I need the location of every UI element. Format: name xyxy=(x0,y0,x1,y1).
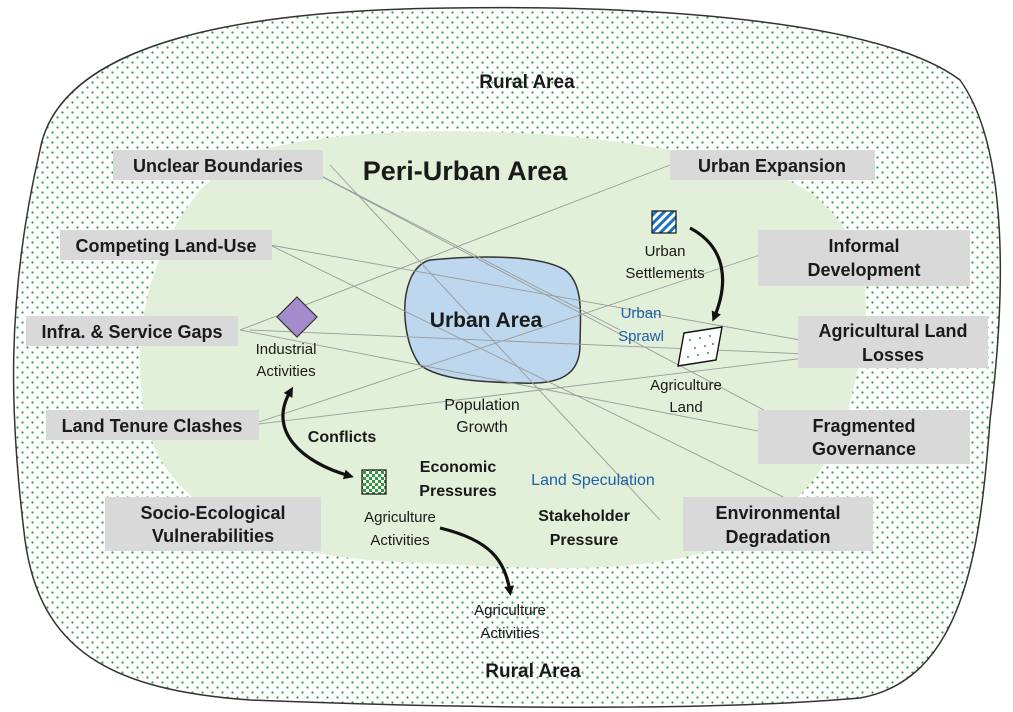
land-speculation-label: Land Speculation xyxy=(531,472,655,489)
agricultural-land-losses-box: Agricultural Land Losses xyxy=(798,316,988,368)
connection-lines xyxy=(239,164,831,521)
svg-text:Degradation: Degradation xyxy=(725,527,830,547)
svg-text:Losses: Losses xyxy=(862,345,924,365)
svg-text:Agricultural Land: Agricultural Land xyxy=(818,321,967,341)
svg-text:Infra. & Service Gaps: Infra. & Service Gaps xyxy=(41,322,222,342)
urban-settlements-label-2: Settlements xyxy=(625,265,704,282)
environmental-degradation-box: Environmental Degradation xyxy=(683,497,873,551)
socio-ecological-vulnerabilities-box: Socio-Ecological Vulnerabilities xyxy=(105,497,321,551)
svg-text:Informal: Informal xyxy=(828,236,899,256)
svg-text:Vulnerabilities: Vulnerabilities xyxy=(152,526,274,546)
informal-development-box: Informal Development xyxy=(758,230,970,286)
stakeholder-pressure-label: Stakeholder xyxy=(538,508,630,525)
agriculture-activities-outer-label: Agriculture xyxy=(474,602,546,619)
agriculture-land-label-2: Land xyxy=(669,399,702,416)
agriculture-outflow-arrow xyxy=(439,526,515,596)
urban-area-title: Urban Area xyxy=(430,309,543,332)
economic-pressures-label-2: Pressures xyxy=(419,483,496,500)
agriculture-land-label: Agriculture xyxy=(650,377,722,394)
agriculture-land-icon-stipple xyxy=(687,335,714,358)
svg-text:Socio-Ecological: Socio-Ecological xyxy=(140,503,285,523)
svg-text:Governance: Governance xyxy=(812,439,916,459)
agriculture-activities-outer-label-2: Activities xyxy=(480,625,539,642)
industrial-activities-label: Industrial xyxy=(256,341,317,358)
svg-text:Land Tenure Clashes: Land Tenure Clashes xyxy=(62,416,243,436)
urban-expansion-box: Urban Expansion xyxy=(670,150,875,180)
agriculture-activities-inner-label-2: Activities xyxy=(370,532,429,549)
agriculture-land-icon xyxy=(677,326,723,367)
fragmented-governance-box: Fragmented Governance xyxy=(758,410,970,464)
urban-settlements-icon xyxy=(651,210,677,234)
svg-text:Urban Expansion: Urban Expansion xyxy=(698,156,846,176)
rural-area-top-label: Rural Area xyxy=(479,72,575,93)
conflicts-arrow xyxy=(281,386,354,480)
stakeholder-pressure-label-2: Pressure xyxy=(550,532,619,549)
sprawl-arrow xyxy=(689,226,725,322)
conflicts-label: Conflicts xyxy=(308,429,377,446)
svg-text:Fragmented: Fragmented xyxy=(812,416,915,436)
urban-sprawl-label-2: Sprawl xyxy=(618,328,664,345)
economic-pressures-label: Economic xyxy=(420,459,497,476)
agriculture-activities-icon xyxy=(361,469,387,495)
population-growth-label: Population xyxy=(444,397,520,414)
rural-area-bottom-label: Rural Area xyxy=(485,661,581,682)
competing-land-use-box: Competing Land-Use xyxy=(60,230,272,260)
land-tenure-clashes-box: Land Tenure Clashes xyxy=(46,410,259,440)
svg-text:Development: Development xyxy=(807,260,920,280)
urban-sprawl-label: Urban xyxy=(621,305,662,322)
industrial-activities-label-2: Activities xyxy=(256,363,315,380)
urban-area-region xyxy=(404,256,582,384)
svg-text:Environmental: Environmental xyxy=(715,503,840,523)
svg-text:Competing Land-Use: Competing Land-Use xyxy=(75,236,256,256)
unclear-boundaries-box: Unclear Boundaries xyxy=(113,150,323,180)
infra-service-gaps-box: Infra. & Service Gaps xyxy=(26,316,238,346)
population-growth-label-2: Growth xyxy=(456,419,508,436)
industrial-activities-icon xyxy=(276,296,318,338)
agriculture-activities-inner-label: Agriculture xyxy=(364,509,436,526)
svg-text:Unclear Boundaries: Unclear Boundaries xyxy=(133,156,303,176)
peri-urban-area-title: Peri-Urban Area xyxy=(363,156,569,186)
urban-settlements-label: Urban xyxy=(645,243,686,260)
